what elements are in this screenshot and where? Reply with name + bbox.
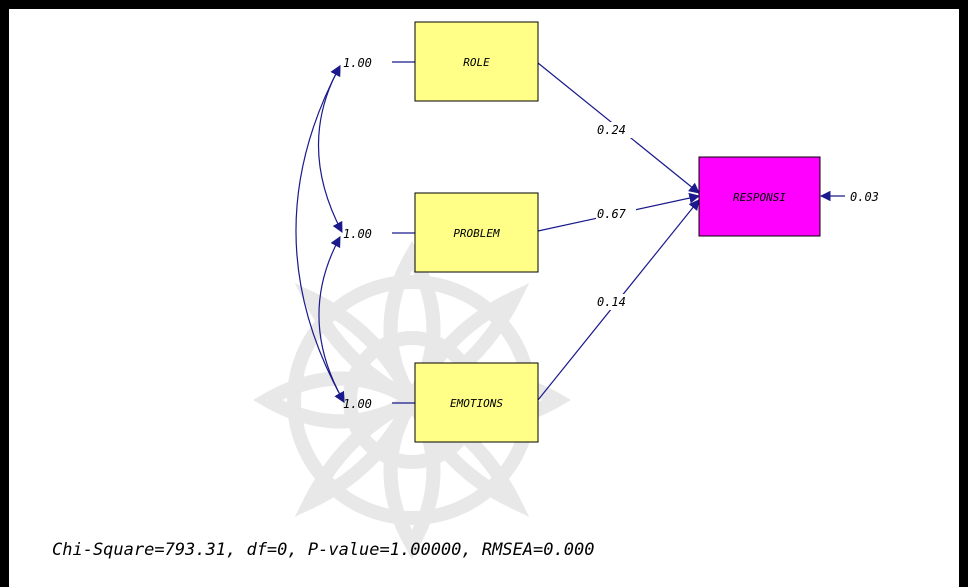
responsi-label: RESPONSI xyxy=(733,191,786,204)
role-variance-value: 1.00 xyxy=(343,56,372,70)
emotions-label: EMOTIONS xyxy=(450,397,503,410)
coef-bg-emotions xyxy=(596,294,636,310)
covariance-arcs xyxy=(295,65,345,403)
coef-bg-problem xyxy=(596,206,636,222)
problem-label: PROBLEM xyxy=(453,227,500,240)
problem-variance-value: 1.00 xyxy=(343,227,372,241)
emotions-variance-value: 1.00 xyxy=(343,397,372,411)
fit-statistics: Chi-Square=793.31, df=0, P-value=1.00000… xyxy=(52,540,594,560)
role-label: ROLE xyxy=(463,56,490,69)
coef-emotions-responsi: 0.14 xyxy=(597,295,626,309)
coef-bg-role xyxy=(596,122,636,138)
variable-box-emotions[interactable]: EMOTIONS xyxy=(414,362,539,443)
variable-box-role[interactable]: ROLE xyxy=(414,21,539,102)
coef-problem-responsi: 0.67 xyxy=(597,207,627,221)
responsi-error-value: 0.03 xyxy=(850,190,879,204)
variable-box-problem[interactable]: PROBLEM xyxy=(414,192,539,273)
coef-role-responsi: 0.24 xyxy=(597,123,626,137)
variable-box-responsi[interactable]: RESPONSI xyxy=(698,156,821,237)
